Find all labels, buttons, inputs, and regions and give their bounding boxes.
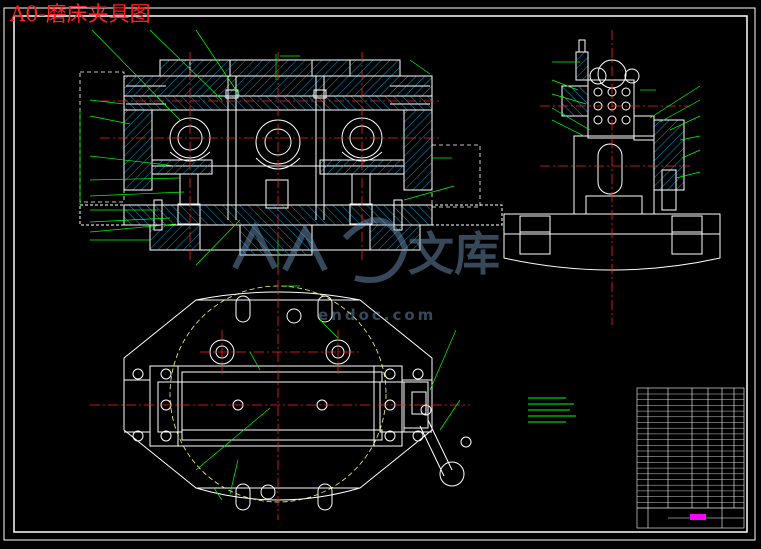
plan-centerlines	[90, 280, 470, 520]
title-block-rows	[637, 393, 744, 509]
sheet-border	[3, 7, 756, 541]
side-view-leaders	[551, 61, 701, 179]
watermark-cn: 文库	[408, 227, 500, 281]
watermark-logo-icon	[232, 217, 409, 283]
side-view-centerlines	[540, 30, 690, 325]
plan-leaders	[195, 285, 461, 501]
title-block	[636, 387, 745, 529]
plan-view	[123, 291, 472, 511]
tech-notes-block	[528, 397, 576, 423]
front-view-centerlines	[100, 52, 440, 275]
front-view-leaders	[79, 29, 455, 268]
watermark-url: endoc.com	[318, 306, 437, 324]
drawing-title: A0-磨床夹具图	[10, 2, 151, 26]
